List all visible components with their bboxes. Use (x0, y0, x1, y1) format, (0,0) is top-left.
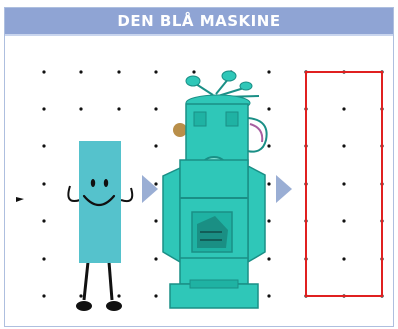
grid-dot (154, 70, 157, 73)
grid-dot (267, 107, 270, 110)
grid-dot (342, 219, 345, 222)
grid-dot (42, 182, 45, 185)
grid-dot (79, 70, 82, 73)
grid-dot (267, 70, 270, 73)
pointer-mark (16, 197, 24, 202)
grid-dot (117, 70, 120, 73)
grid-dot (154, 182, 157, 185)
grid-dot (42, 219, 45, 222)
grid-dot (154, 107, 157, 110)
grid-dot (42, 144, 45, 147)
grid-dot (267, 294, 270, 297)
grid-dot (42, 294, 45, 297)
grid-dot (154, 294, 157, 297)
grid-dot (154, 144, 157, 147)
grid-dot (342, 182, 345, 185)
character-icon[interactable] (68, 141, 132, 311)
grid-dot (42, 257, 45, 260)
grid-dot (79, 107, 82, 110)
grid-dot (117, 294, 120, 297)
grid-dot (42, 107, 45, 110)
grid-dot (267, 144, 270, 147)
grid-dot (42, 70, 45, 73)
grid-dot (154, 257, 157, 260)
grid-dot (342, 257, 345, 260)
arrow-right-icon (142, 175, 158, 203)
grid-dot (342, 144, 345, 147)
grid-dot (154, 219, 157, 222)
grid-dot (267, 219, 270, 222)
grid-dot (192, 70, 195, 73)
grid-dot (267, 257, 270, 260)
grid-dot (342, 107, 345, 110)
robot-machine-icon[interactable] (163, 71, 267, 308)
arrow-right-icon (276, 175, 292, 203)
grid-dot (117, 107, 120, 110)
grid-dot (267, 182, 270, 185)
grid-dot (79, 294, 82, 297)
